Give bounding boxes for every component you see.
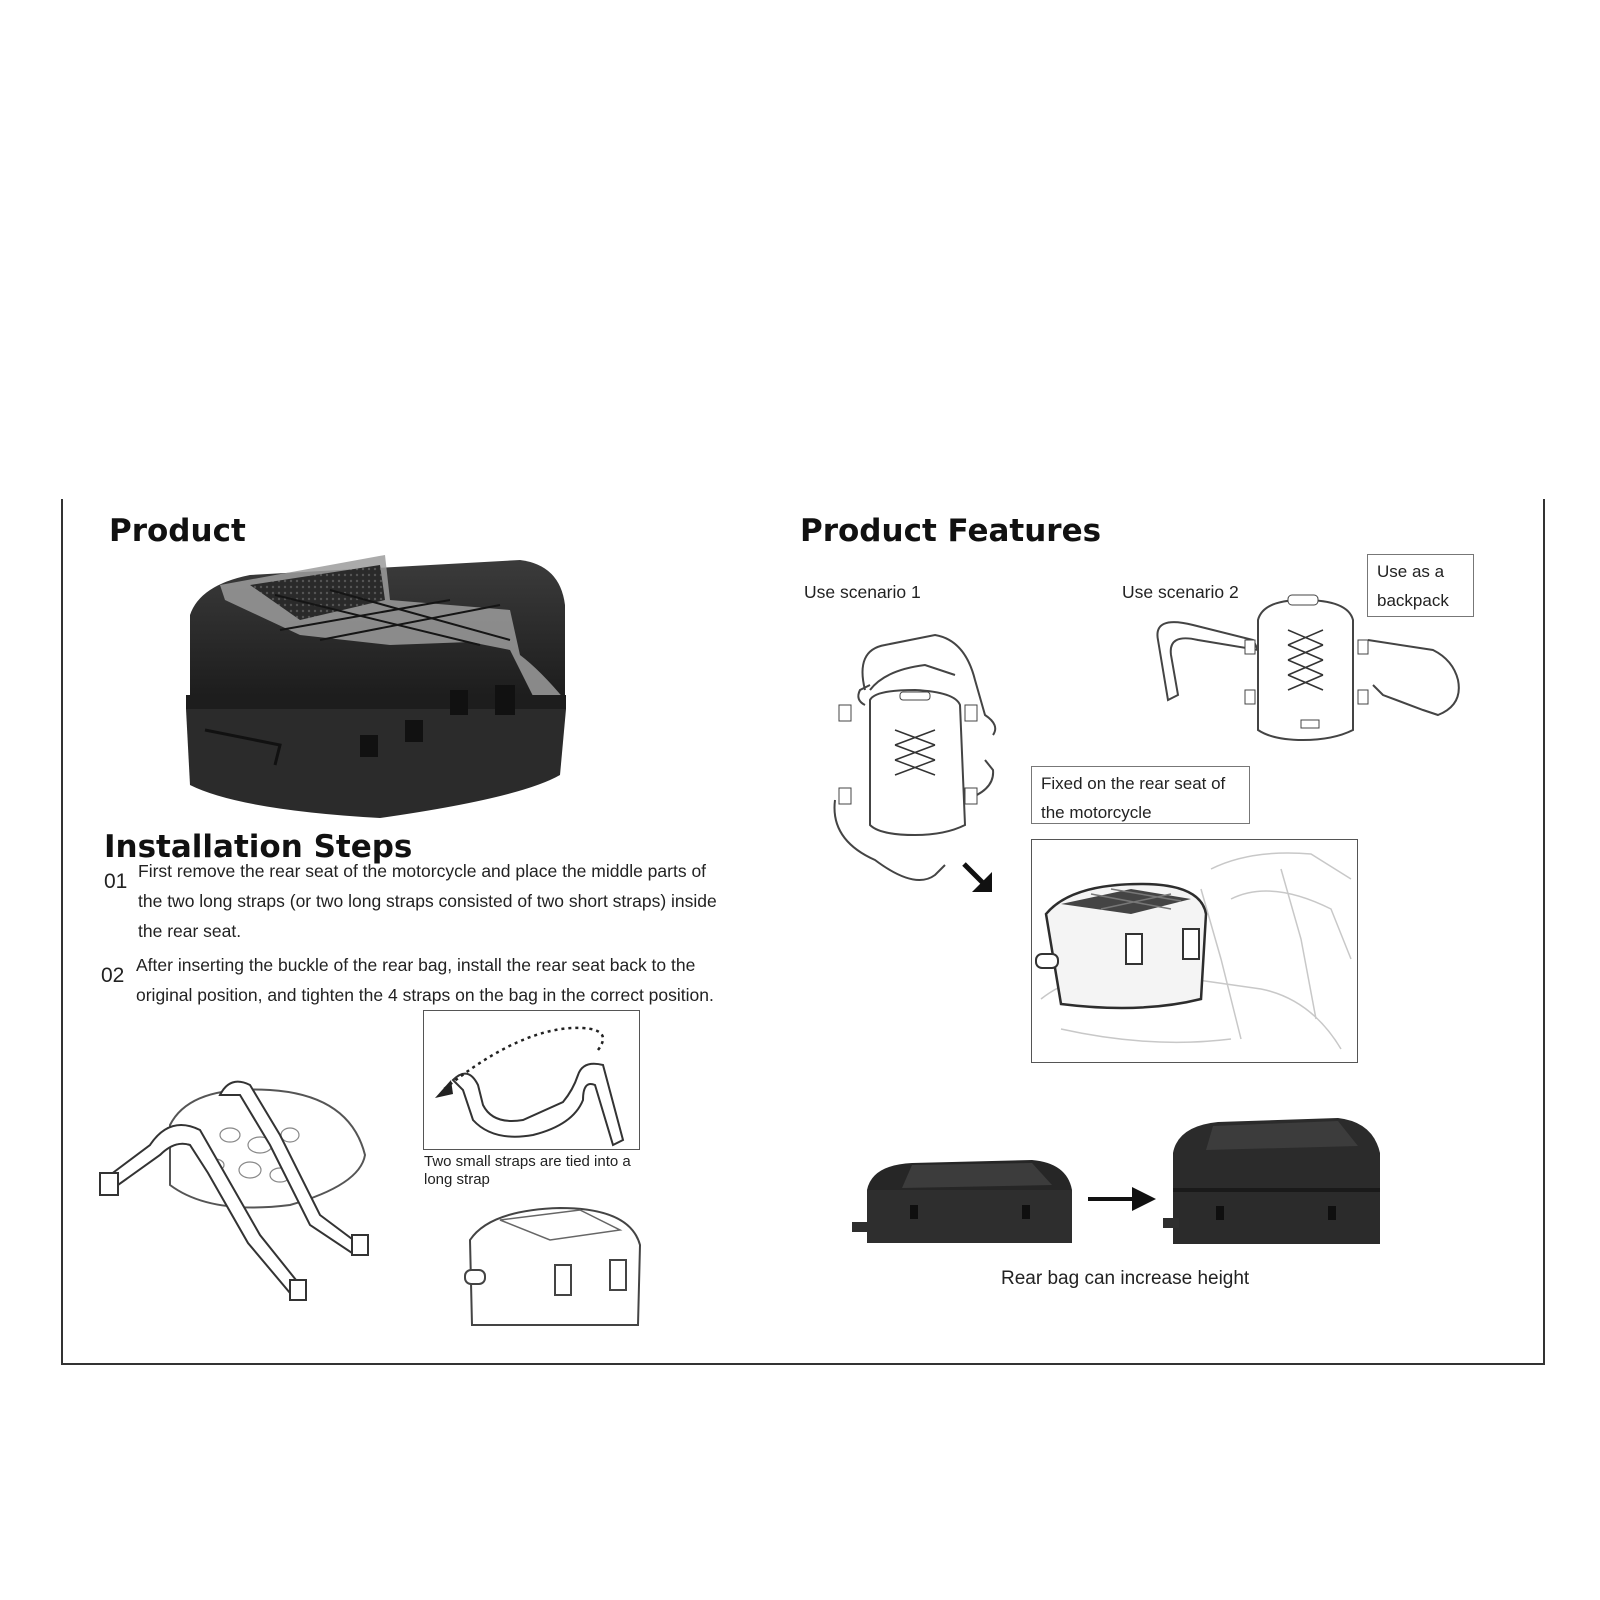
product-bag-image [186, 555, 566, 818]
bag-extended-image [1163, 1118, 1380, 1244]
rear-seat-label: Fixed on the rear seat of the motorcycle [1031, 766, 1250, 824]
motorcycle-bag-image [1035, 852, 1352, 1050]
step-text: First remove the rear seat of the motorc… [138, 861, 717, 941]
step-number: 01 [104, 870, 128, 893]
seat-straps-illustration [99, 1080, 369, 1301]
height-caption: Rear bag can increase height [1001, 1268, 1250, 1289]
scenario2-illustration [1156, 594, 1460, 742]
scenario2-label: Use scenario 2 [1122, 582, 1239, 602]
backpack-label: Use as a backpack [1367, 554, 1474, 617]
strap-caption: Two small straps are tied into a long st… [424, 1153, 631, 1188]
bag-standard-image [852, 1160, 1072, 1243]
dotted-arrow-icon [435, 1026, 625, 1147]
step-text: After inserting the buckle of the rear b… [136, 955, 714, 1005]
installed-bag-illustration [464, 1206, 642, 1326]
scenario1-label: Use scenario 1 [804, 582, 921, 602]
features-heading: Product Features [800, 513, 1102, 549]
step-number: 02 [101, 964, 125, 987]
product-heading: Product [109, 513, 246, 549]
product-sheet-panel [61, 499, 1545, 1365]
strap-tie-box [423, 1010, 640, 1150]
arrow-right-icon [1088, 1187, 1156, 1211]
installation-heading: Installation Steps [104, 829, 413, 865]
arrow-down-right-icon [962, 862, 992, 892]
scenario1-illustration [833, 633, 997, 881]
motorcycle-image-box [1031, 839, 1358, 1063]
